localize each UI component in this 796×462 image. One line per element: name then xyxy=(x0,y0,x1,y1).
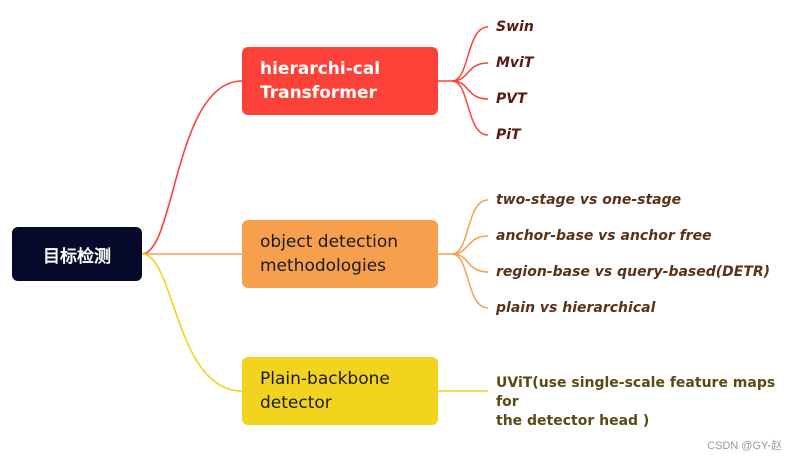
leaf-anchor-base-vs-anchor-free[interactable]: anchor-base vs anchor free xyxy=(496,228,712,244)
leaf-uvit[interactable]: UViT(use single-scale feature maps for t… xyxy=(496,374,786,431)
edge-root-to-hierarchical xyxy=(141,80,243,255)
branch-object-detection-methodologies[interactable]: object detection methodologies xyxy=(242,220,438,288)
edge-hier-mvit xyxy=(451,62,489,82)
branch-plain-backbone-detector[interactable]: Plain-backbone detector xyxy=(242,357,438,425)
branch-label-line1: Plain-backbone xyxy=(260,369,390,389)
branch-label-line1: object detection xyxy=(260,232,399,252)
root-label: 目标检测 xyxy=(43,246,111,267)
branch-label-line1: hierarchi-cal xyxy=(260,59,381,79)
branch-label-line2: detector xyxy=(260,393,332,413)
leaf-region-base-vs-query-based[interactable]: region-base vs query-based(DETR) xyxy=(496,264,771,280)
edge-root-to-plain xyxy=(141,253,243,392)
leaf-uvit-line1: UViT(use single-scale feature maps for xyxy=(496,375,776,410)
edge-hier-pit xyxy=(451,80,489,136)
leaf-pit[interactable]: PiT xyxy=(496,127,521,143)
root-node[interactable]: 目标检测 xyxy=(12,227,142,281)
branch-hierarchical-transformer[interactable]: hierarchi-cal Transformer xyxy=(242,47,438,115)
watermark: CSDN @GY-赵 xyxy=(707,440,782,452)
edge-meth-2 xyxy=(451,235,489,255)
edge-meth-1 xyxy=(438,199,489,255)
leaf-pvt[interactable]: PVT xyxy=(496,91,527,107)
leaf-mvit[interactable]: MviT xyxy=(496,55,534,71)
branch-label-line2: methodologies xyxy=(260,256,387,276)
leaf-plain-vs-hierarchical[interactable]: plain vs hierarchical xyxy=(496,300,656,316)
edge-meth-4 xyxy=(451,253,489,309)
leaf-swin[interactable]: Swin xyxy=(496,19,534,35)
leaf-two-stage-vs-one-stage[interactable]: two-stage vs one-stage xyxy=(496,192,682,208)
leaf-uvit-line2: the detector head ) xyxy=(496,413,650,429)
edge-hier-swin xyxy=(438,26,489,82)
branch-label-line2: Transformer xyxy=(260,83,377,103)
